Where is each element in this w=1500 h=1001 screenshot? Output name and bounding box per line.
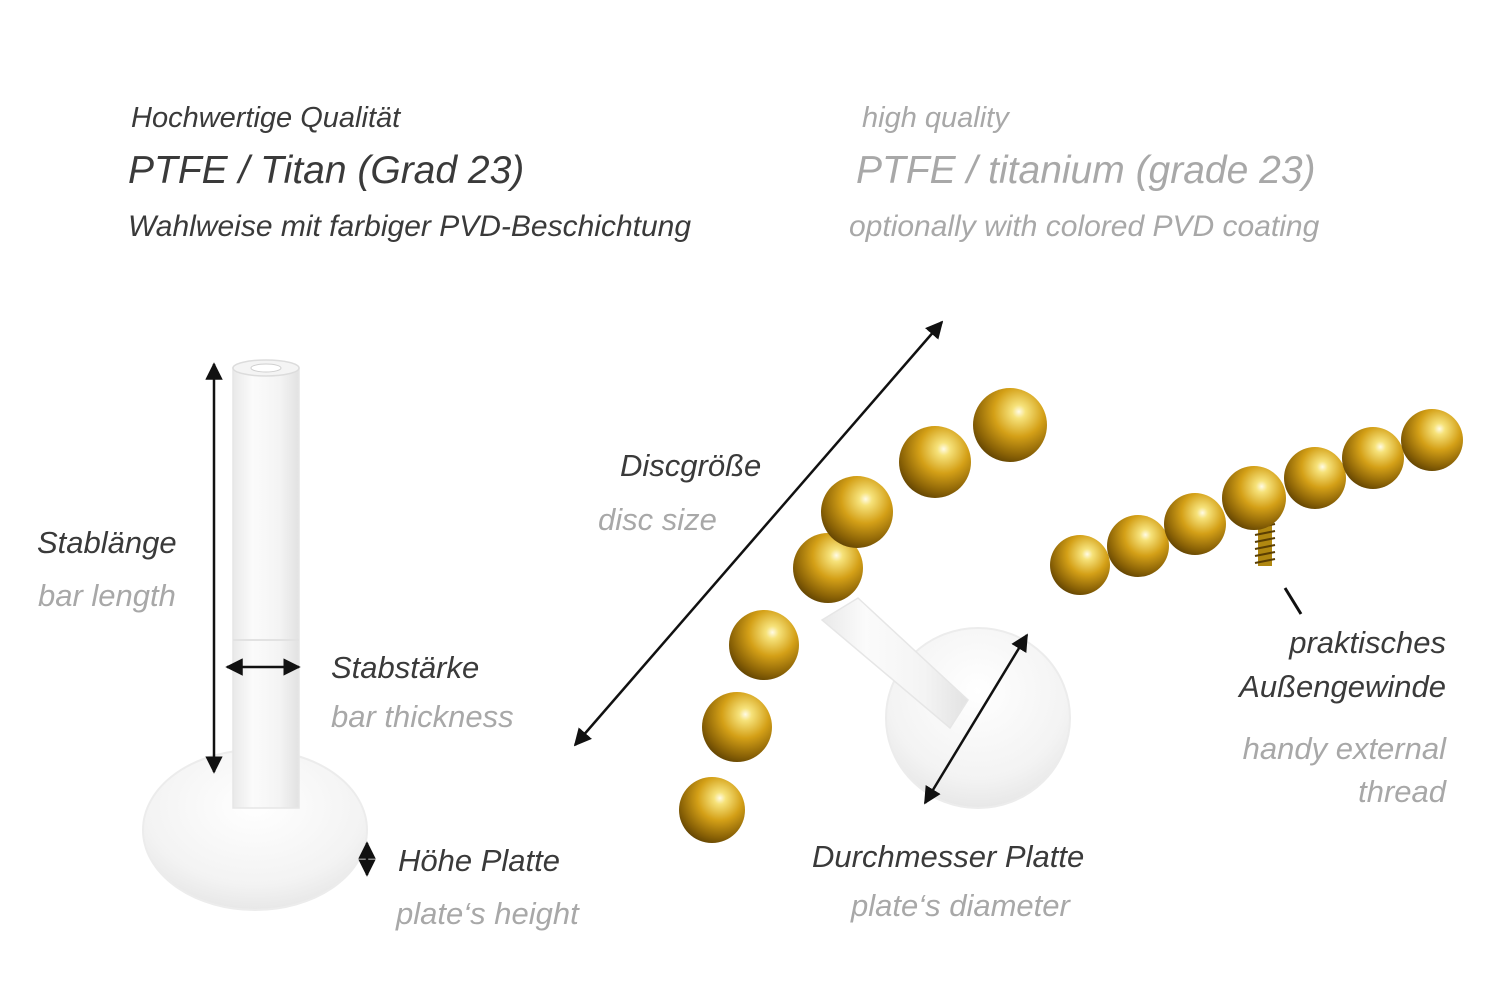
gold-ball (1342, 427, 1404, 489)
thread-label-en-line2: thread (1358, 774, 1446, 809)
thread-label-en-line1: handy external (1242, 731, 1446, 766)
header-coating-de: Wahlweise mit farbiger PVD-Beschichtung (128, 210, 692, 243)
bar-thickness-label-de: Stabstärke (331, 650, 480, 685)
gold-ball (1164, 493, 1226, 555)
threaded-top-illustration (1050, 409, 1463, 595)
gold-ball (821, 476, 893, 548)
plate-diameter-arrow (923, 633, 1029, 805)
header-quality-en: high quality (862, 102, 1009, 134)
plate-diameter-label-de: Durchmesser Platte (812, 839, 1085, 874)
bar-length-label-de: Stablänge (37, 525, 177, 560)
disc-size-arrow (573, 320, 944, 747)
bar-hole (250, 363, 282, 373)
disc-size-label-de: Discgröße (620, 448, 762, 483)
gold-ball (679, 777, 745, 843)
thread-label-de-line2: Außengewinde (1239, 669, 1446, 704)
gold-ball-arc (679, 388, 1047, 843)
gold-ball (973, 388, 1047, 462)
thread-pointer-line (1283, 587, 1303, 615)
thread-label-de-line1: praktisches (1289, 625, 1446, 660)
gold-ball (899, 426, 971, 498)
gold-ball (1284, 447, 1346, 509)
header-quality-de: Hochwertige Qualität (131, 102, 401, 134)
bar-thickness-label-en: bar thickness (331, 699, 514, 734)
labret-middle-illustration (820, 597, 1071, 809)
gold-ball (1401, 409, 1463, 471)
header-material-de: PTFE / Titan (Grad 23) (128, 149, 525, 192)
labret-left-illustration (142, 359, 368, 911)
gold-ball (793, 533, 863, 603)
gold-ball (729, 610, 799, 680)
gold-ball (1107, 515, 1169, 577)
plate-diameter-label-en: plate‘s diameter (851, 888, 1070, 923)
gold-ball (702, 692, 772, 762)
gold-ball (1222, 466, 1286, 530)
bar-shape (232, 367, 300, 809)
plate-height-label-en: plate‘s height (396, 896, 579, 931)
gold-ball (1050, 535, 1110, 595)
header-coating-en: optionally with colored PVD coating (849, 210, 1320, 243)
bar-length-label-en: bar length (38, 578, 176, 613)
disc-size-label-en: disc size (598, 502, 717, 537)
plate-height-label-de: Höhe Platte (398, 843, 560, 878)
header-material-en: PTFE / titanium (grade 23) (856, 149, 1316, 192)
